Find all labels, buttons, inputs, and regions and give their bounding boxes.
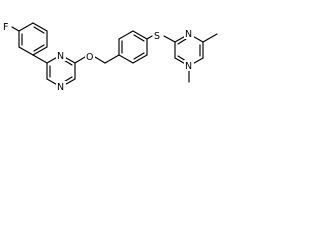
bond-pn-2-3 bbox=[118, 54, 134, 64]
bond-ph-6-1 bbox=[18, 22, 34, 32]
dimethylpyrimidine-n-lower-label: N bbox=[185, 61, 192, 72]
bond-pyrimidine-oxygen bbox=[74, 56, 86, 64]
pyrimidine-n-upper-label-bg bbox=[56, 50, 66, 61]
thioether-sulfur-label-bg bbox=[153, 30, 163, 41]
ether-oxygen-label: O bbox=[86, 52, 93, 63]
bond-phenyl-pyrimidine bbox=[32, 54, 48, 64]
bond-sulfur-pyrimidine bbox=[163, 35, 176, 43]
bond-pn-6-7 bbox=[118, 30, 134, 40]
bond-phenylene-sulfur bbox=[146, 35, 153, 40]
bond-dmp-inner-a bbox=[177, 38, 187, 45]
pyrimidine-n-upper-label: N bbox=[57, 51, 64, 62]
bond-f-c1 bbox=[11, 26, 20, 32]
fluorine-label: F bbox=[3, 22, 8, 33]
dimethylpyrimidine-n-upper-label-bg bbox=[184, 28, 194, 39]
bond-oxygen-phenylene bbox=[94, 56, 106, 64]
ether-oxygen-label-bg bbox=[85, 51, 95, 62]
pyrimidine-n-lower-label: N bbox=[57, 82, 64, 93]
bond-methyl-upper bbox=[202, 33, 218, 43]
bond-pn-1-2 bbox=[104, 54, 120, 64]
dimethylpyrimidine-n-upper-label: N bbox=[185, 29, 192, 40]
chemical-structure: F N N O S N N bbox=[3, 20, 218, 93]
bond-ph-inner-b bbox=[33, 44, 45, 52]
pyrimidine-ring bbox=[46, 54, 76, 88]
pyrimidine-n-lower-label-bg bbox=[56, 81, 66, 92]
fluorophenyl-ring bbox=[11, 22, 48, 56]
dimethylpyrimidine-ring bbox=[174, 33, 218, 83]
bond-ph-2-3 bbox=[18, 46, 34, 56]
dimethylpyrimidine-n-lower-label-bg bbox=[184, 60, 194, 71]
bond-ph-3-4 bbox=[32, 46, 48, 56]
bond-pn-inner-c bbox=[133, 34, 145, 42]
bond-ph-5-6 bbox=[32, 22, 48, 32]
phenylene-ring bbox=[104, 30, 148, 64]
bond-pn-5-6 bbox=[132, 30, 148, 40]
bond-pn-3-4 bbox=[132, 54, 148, 64]
bond-ph-inner-c bbox=[33, 26, 45, 34]
fluorine-label-bg bbox=[3, 20, 11, 32]
bond-pn-inner-b bbox=[133, 52, 145, 60]
thioether-sulfur-label: S bbox=[154, 31, 160, 42]
